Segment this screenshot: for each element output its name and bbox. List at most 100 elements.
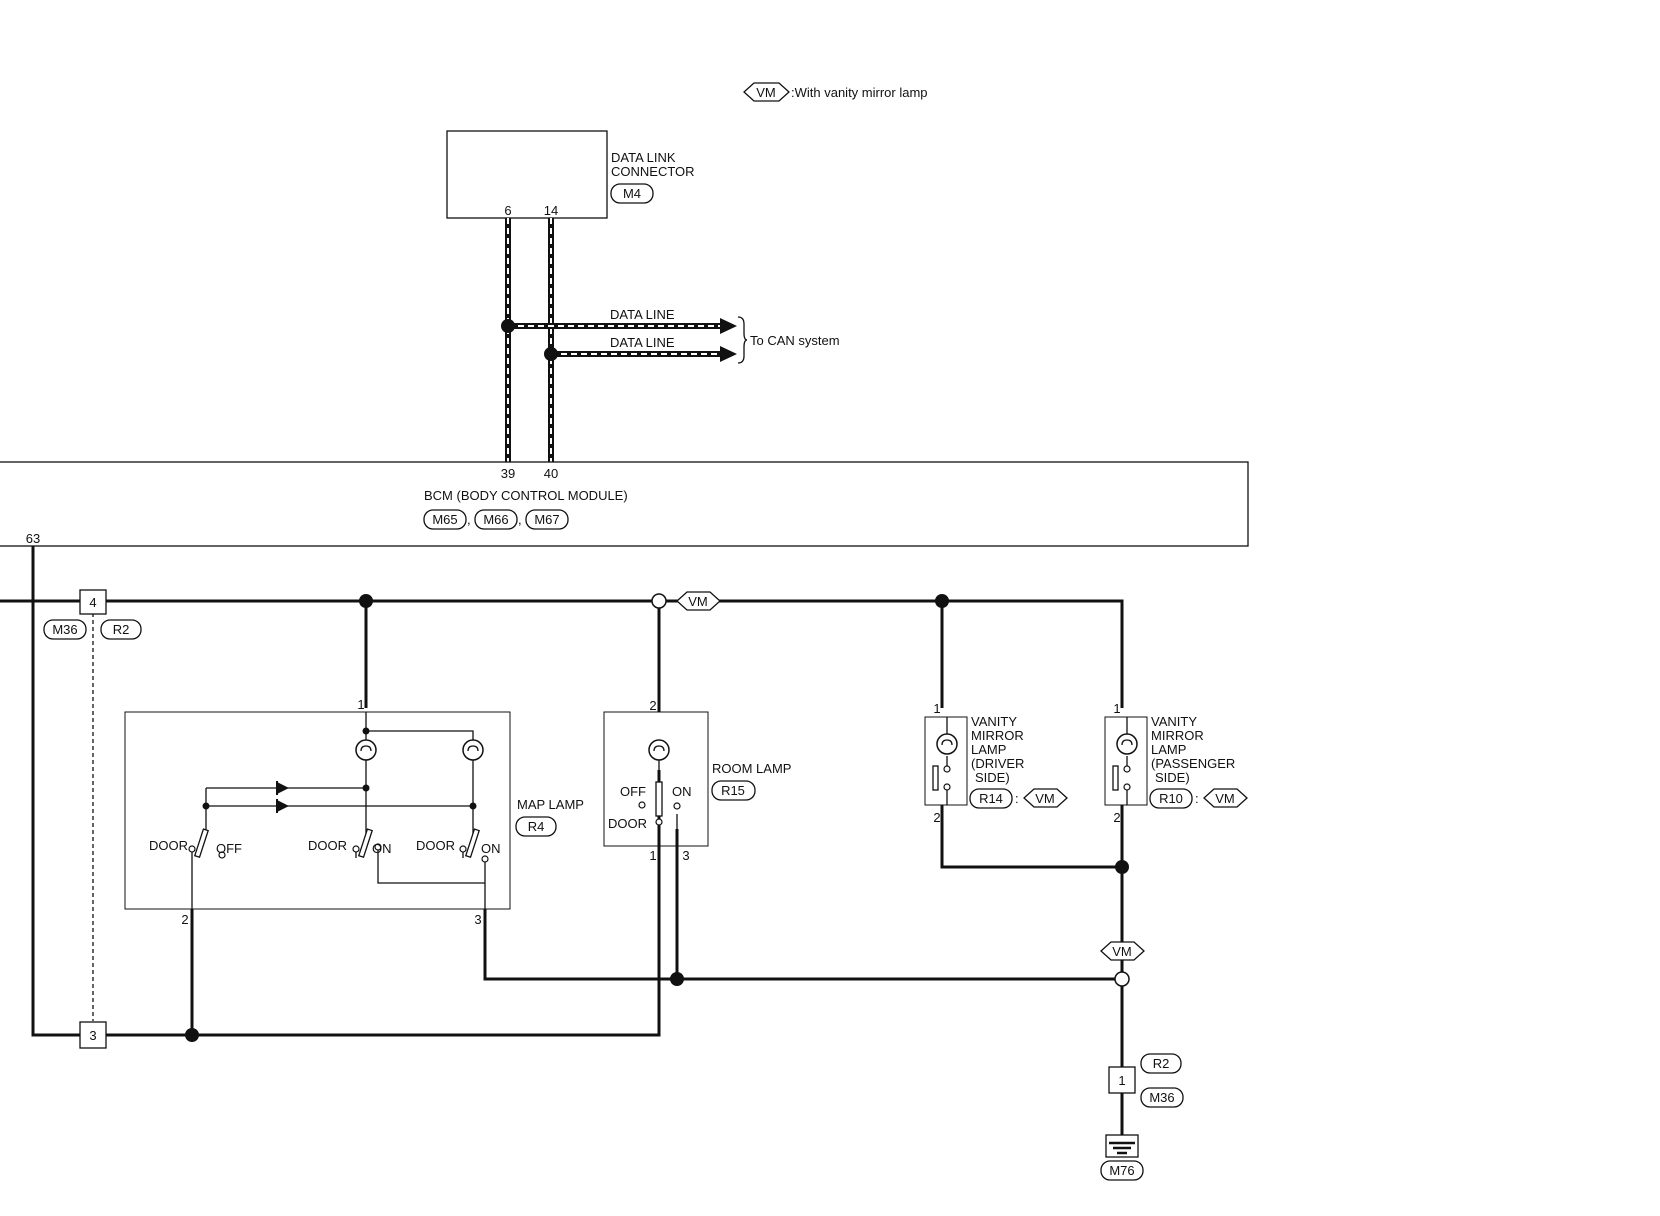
map-lamp-pin-3-label: 3 <box>474 912 481 927</box>
ground-joint-connector: 1 R2 M36 <box>1108 1053 1184 1108</box>
room-lamp-door-label: DOOR <box>608 816 647 831</box>
arrow-data-line-lower <box>720 346 737 362</box>
connector-tag-m4 <box>610 183 654 204</box>
connector-tag-r2-lower <box>1140 1053 1182 1074</box>
data-link-connector: DATA LINK CONNECTOR M4 6 14 <box>446 130 695 219</box>
connector-tag-m76 <box>1100 1160 1144 1181</box>
legend: VM :With vanity mirror lamp <box>743 82 928 102</box>
ground-joint-pin-1-box <box>1108 1066 1136 1094</box>
vanity-driver-label-2: MIRROR <box>971 728 1024 743</box>
option-splice-ground <box>1114 971 1130 987</box>
data-line-label-1: DATA LINE <box>610 307 675 322</box>
room-lamp-pin-1-label: 1 <box>649 848 656 863</box>
vanity-driver-frame <box>924 716 968 806</box>
joint-connector-lower: 3 <box>79 1021 107 1049</box>
vanity-passenger-vm-text: VM <box>1215 791 1235 806</box>
can-destination-label: To CAN system <box>750 333 840 348</box>
room-lamp-on-label: ON <box>672 784 692 799</box>
bcm-pin-40-label: 40 <box>544 466 558 481</box>
map-lamp-pin-2-label: 2 <box>181 912 188 927</box>
connector-m4-label: M4 <box>623 186 641 201</box>
vanity-driver-colon: : <box>1015 791 1019 806</box>
vanity-driver-label-4: (DRIVER <box>971 756 1024 771</box>
map-lamp-bulb-left-icon <box>355 739 377 761</box>
vanity-passenger-label-1: VANITY <box>1151 714 1197 729</box>
connector-r4-label: R4 <box>528 819 545 834</box>
vanity-passenger-bulb-icon <box>1116 733 1138 755</box>
joint-connector-pin-3-box <box>79 1021 107 1049</box>
legend-vm-tag <box>743 82 790 102</box>
map-lamp-switch-3-icon <box>459 828 489 863</box>
connector-r2-lower-label: R2 <box>1153 1056 1170 1071</box>
ground: M76 <box>1100 1134 1144 1181</box>
bcm-pin-63-wire <box>31 546 661 1037</box>
legend-vm-text: VM <box>756 85 776 100</box>
map-lamp-sw1-off-label: OFF <box>216 841 242 856</box>
vanity-passenger-switch-icon <box>1112 765 1131 791</box>
connector-tag-m36-lower <box>1140 1087 1184 1108</box>
data-link-connector-box <box>446 130 608 219</box>
room-lamp-internal-wiring <box>658 760 678 846</box>
ground-joint-pin-1-label: 1 <box>1118 1073 1125 1088</box>
splice-map-lamp-pin-2 <box>185 1028 199 1042</box>
connector-tag-r2-upper <box>100 619 142 640</box>
splices <box>185 593 1130 1042</box>
vanity-passenger-label-3: LAMP <box>1151 742 1186 757</box>
vanity-passenger-colon: : <box>1195 791 1199 806</box>
vanity-passenger-pin-1-label: 1 <box>1113 701 1120 716</box>
ground-m76-label: M76 <box>1109 1163 1134 1178</box>
connector-tag-m36-upper <box>43 619 87 640</box>
map-lamp-frame <box>124 711 511 910</box>
bcm-label: BCM (BODY CONTROL MODULE) <box>424 488 628 503</box>
can-lines: DATA LINE DATA LINE To CAN system <box>501 218 840 462</box>
joint-pin-3-label: 3 <box>89 1028 96 1043</box>
vm-tag-supply-text: VM <box>688 594 708 609</box>
connector-tag-r4 <box>515 816 557 837</box>
map-lamp-sw3-door-label: DOOR <box>416 838 455 853</box>
room-lamp: 2 1 3 OFF ON DOOR ROOM LAMP R15 <box>603 698 791 863</box>
joint-pin-4-label: 4 <box>89 595 96 610</box>
bcm-separator-1: , <box>467 512 471 527</box>
room-lamp-bulb-icon <box>648 739 670 761</box>
map-lamp-sw2-door-label: DOOR <box>308 838 347 853</box>
splice-vanity-ground <box>1115 860 1129 874</box>
joint-connector-pin-4-box <box>79 589 107 615</box>
connector-r15-label: R15 <box>721 783 745 798</box>
vanity-driver-switch-icon <box>932 765 951 791</box>
legend-description: :With vanity mirror lamp <box>791 85 928 100</box>
vm-tag-ground-text: VM <box>1112 944 1132 959</box>
option-splice-room-lamp <box>651 593 667 609</box>
can-brace <box>737 316 748 364</box>
connector-m67-label: M67 <box>534 512 559 527</box>
vanity-driver-label-5: SIDE) <box>975 770 1010 785</box>
map-lamp-switch-1-icon <box>188 828 226 859</box>
connector-m65-label: M65 <box>432 512 457 527</box>
diode-lower-icon <box>276 799 289 813</box>
vanity-driver-pin-2-wire <box>940 805 1122 869</box>
map-lamp-switch-2-icon <box>352 828 382 859</box>
vanity-passenger-vm-tag <box>1203 788 1248 808</box>
splice-vanity-driver <box>935 594 949 608</box>
connector-m36-lower-label: M36 <box>1149 1090 1174 1105</box>
vanity-passenger-label-2: MIRROR <box>1151 728 1204 743</box>
vanity-driver-pin-1-label: 1 <box>933 701 940 716</box>
splice-room-lamp-pin-3 <box>670 972 684 986</box>
map-lamp-sw3-on-label: ON <box>481 841 501 856</box>
connector-tag-r15 <box>711 780 756 801</box>
map-lamp-bulb-right-icon <box>462 739 484 761</box>
connector-r10-label: R10 <box>1159 791 1183 806</box>
map-lamp-sw1-door-label: DOOR <box>149 838 188 853</box>
vanity-driver-vm-tag <box>1023 788 1068 808</box>
map-lamp-pin-1-label: 1 <box>357 697 364 712</box>
vanity-passenger-pin-2-label: 2 <box>1113 810 1120 825</box>
data-link-connector-label-1: DATA LINK <box>611 150 676 165</box>
splice-can-high <box>501 319 515 333</box>
map-lamp-label: MAP LAMP <box>517 797 584 812</box>
room-lamp-pin-3-label: 3 <box>682 848 689 863</box>
pin-14-label: 14 <box>544 203 558 218</box>
vanity-driver-label-3: LAMP <box>971 742 1006 757</box>
room-lamp-label: ROOM LAMP <box>712 761 791 776</box>
data-line-label-2: DATA LINE <box>610 335 675 350</box>
vanity-driver-label-1: VANITY <box>971 714 1017 729</box>
arrow-data-line-upper <box>720 318 737 334</box>
